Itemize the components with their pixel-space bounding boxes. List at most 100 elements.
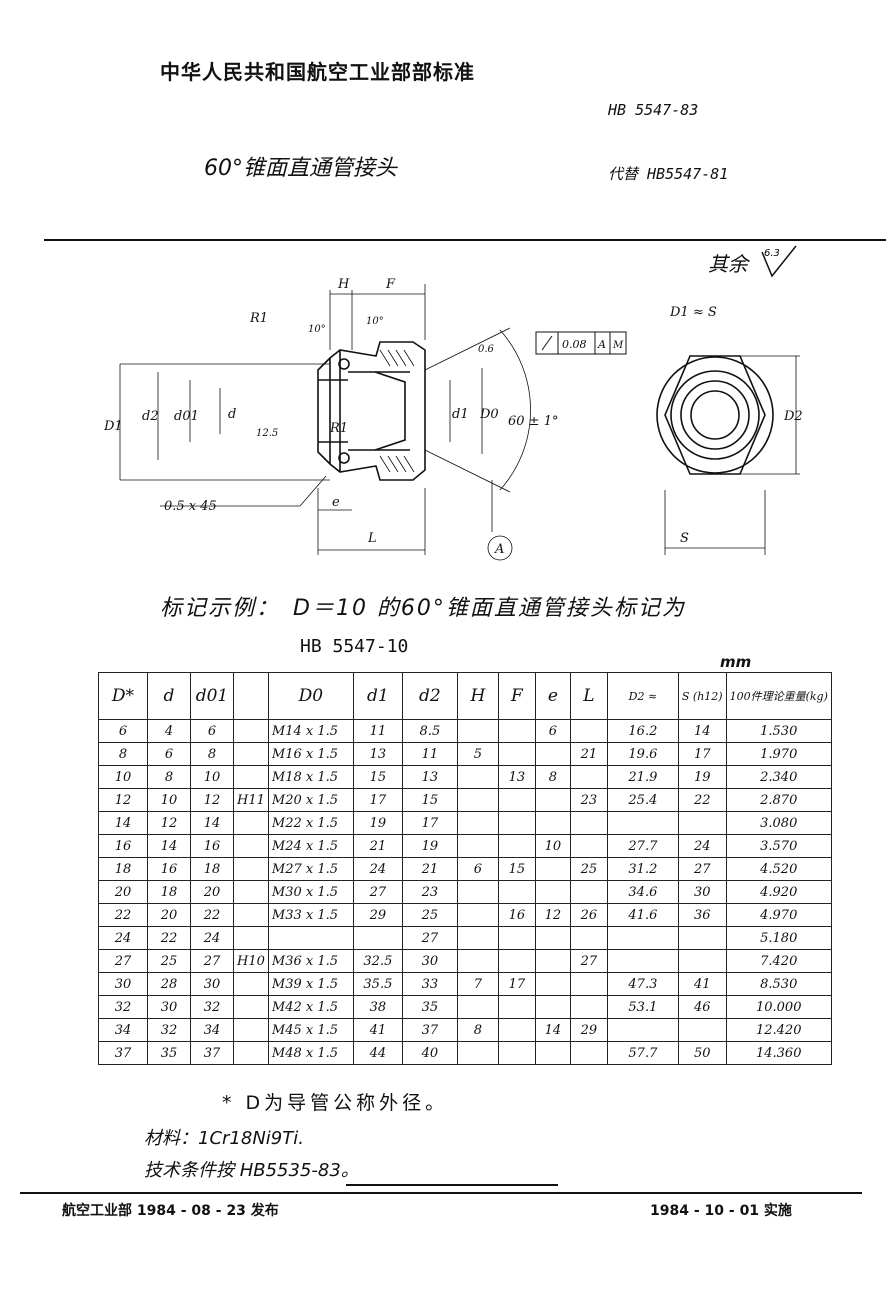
dim-e: e (332, 495, 340, 510)
table-cell: 22 (147, 926, 191, 950)
table-cell: 13 (497, 765, 536, 789)
table-cell: 18 (190, 857, 234, 881)
table-cell: 27 (677, 857, 727, 881)
table-cell: 3.570 (725, 834, 832, 858)
table-cell: 8 (147, 765, 191, 789)
table-cell: 38 (352, 995, 403, 1019)
table-cell: 22 (98, 903, 148, 927)
table-cell: 25.4 (606, 788, 679, 812)
table-cell: 16.2 (606, 719, 679, 743)
table-cell (497, 1041, 536, 1065)
table-cell (606, 949, 679, 973)
cone-angle: 60 ± 1° (508, 414, 558, 429)
table-cell: 4 (147, 719, 191, 743)
table-cell (534, 742, 571, 766)
table-cell: 16 (497, 903, 536, 927)
table-cell: 44 (352, 1041, 403, 1065)
table-cell (456, 811, 499, 835)
table-cell: 30 (401, 949, 458, 973)
table-cell (456, 719, 499, 743)
marking-example: 标记示例： D＝10 的60°锥面直通管接头标记为 (160, 596, 686, 621)
table-cell: 41.6 (606, 903, 679, 927)
table-cell: 14.360 (725, 1041, 832, 1065)
col-H: H (456, 672, 499, 720)
table-cell: 17 (401, 811, 458, 835)
table-cell: 29 (569, 1018, 608, 1042)
table-cell (233, 880, 269, 904)
table-cell: 13 (401, 765, 458, 789)
table-cell: 30 (147, 995, 191, 1019)
table-cell: 26 (569, 903, 608, 927)
table-cell (606, 811, 679, 835)
table-cell (606, 926, 679, 950)
table-cell (497, 949, 536, 973)
table-cell: 47.3 (606, 972, 679, 996)
table-cell: 29 (352, 903, 403, 927)
dim-d: d (228, 407, 236, 422)
table-cell (677, 949, 727, 973)
table-cell: 11 (401, 742, 458, 766)
table-cell: 27 (98, 949, 148, 973)
dim-D0: D0 (479, 407, 499, 422)
table-cell: 34 (190, 1018, 234, 1042)
table-cell (456, 1041, 499, 1065)
dim-R1-inner: R1 (329, 421, 348, 436)
note-star: * D为导管公称外径。 (222, 1092, 449, 1114)
table-cell: 57.7 (606, 1041, 679, 1065)
table-cell: 21 (352, 834, 403, 858)
table-cell (233, 903, 269, 927)
dim-D1: D1 (103, 419, 123, 434)
table-cell: 46 (677, 995, 727, 1019)
table-cell: 32 (190, 995, 234, 1019)
table-cell: 14 (190, 811, 234, 835)
table-cell: M22 x 1.5 (267, 811, 354, 835)
end-view-label: D1 ≈ S (669, 305, 717, 320)
footer-effective-date: 1984 - 10 - 01 实施 (650, 1203, 792, 1219)
table-cell: 24 (677, 834, 727, 858)
table-cell (456, 834, 499, 858)
datum-A: A (494, 542, 504, 557)
table-cell: 19 (401, 834, 458, 858)
tolerance-datum: A (597, 338, 606, 351)
table-cell (497, 926, 536, 950)
dim-S: S (680, 531, 689, 546)
issuing-organization: 中华人民共和国航空工业部部标准 (160, 60, 475, 84)
dim-d01: d01 (174, 409, 199, 424)
table-cell: M18 x 1.5 (267, 765, 354, 789)
col-S: S (h12) (677, 672, 727, 720)
table-cell: 17 (497, 972, 536, 996)
table-cell: 18 (98, 857, 148, 881)
table-cell: 40 (401, 1041, 458, 1065)
dim-d2: d2 (142, 409, 159, 424)
table-cell: 16 (190, 834, 234, 858)
table-cell (233, 857, 269, 881)
table-cell: 14 (677, 719, 727, 743)
table-cell: 14 (147, 834, 191, 858)
table-cell (606, 1018, 679, 1042)
table-cell: 16 (98, 834, 148, 858)
table-cell (267, 926, 354, 950)
col-d01: d01 (190, 672, 234, 720)
table-cell: 37 (98, 1041, 148, 1065)
table-cell: 4.970 (725, 903, 832, 927)
table-cell: 8.530 (725, 972, 832, 996)
table-cell: 4.520 (725, 857, 832, 881)
table-cell (534, 880, 571, 904)
table-cell (569, 719, 608, 743)
col-d1: d1 (352, 672, 403, 720)
table-cell: 15 (352, 765, 403, 789)
table-cell: 7.420 (725, 949, 832, 973)
table-cell: 20 (98, 880, 148, 904)
col-D2: D2 ≈ (606, 672, 679, 720)
chamfer-note: 0.5 x 45 (164, 499, 217, 514)
col-L: L (569, 672, 608, 720)
table-cell: 10 (147, 788, 191, 812)
angle-10-left: 10° (308, 324, 326, 335)
table-cell: 3.080 (725, 811, 832, 835)
table-cell: 19.6 (606, 742, 679, 766)
table-cell: 6 (190, 719, 234, 743)
table-cell: 35 (147, 1041, 191, 1065)
